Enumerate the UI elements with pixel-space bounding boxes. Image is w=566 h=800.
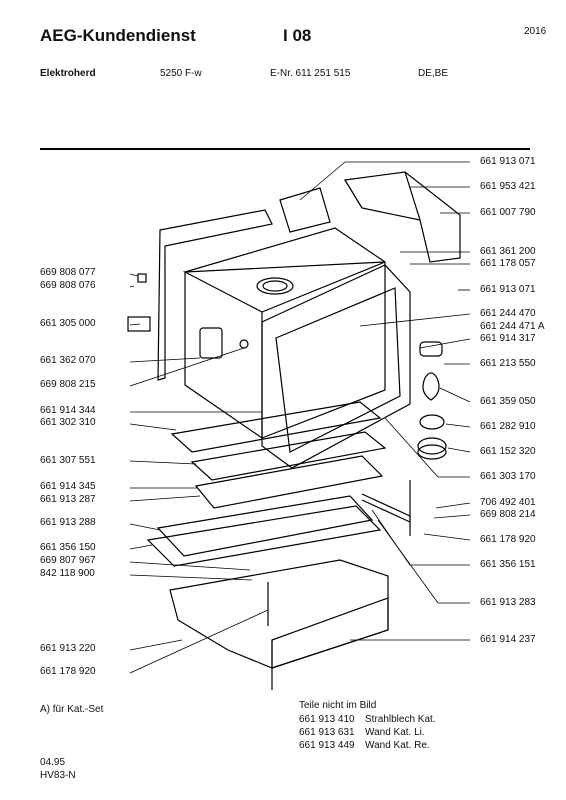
part-number: 661 913 220	[40, 643, 96, 654]
drip-tray	[156, 495, 374, 557]
part-number: 661 244 470	[480, 308, 536, 319]
not-shown-title: Teile nicht im Bild	[299, 700, 377, 711]
part-number: 661 356 150	[40, 542, 96, 553]
part-number: 661 913 071	[480, 284, 536, 295]
brand-title: AEG-Kundendienst	[40, 26, 196, 45]
left-side-panel	[157, 209, 273, 381]
footer-date: 04.95	[40, 757, 66, 768]
part-number: 661 178 920	[40, 666, 96, 677]
part-number: 661 953 421	[480, 181, 536, 192]
part-number: 669 808 215	[40, 379, 96, 390]
part-number: 661 356 151	[480, 559, 536, 570]
side-rail	[361, 493, 411, 523]
grill-rack	[190, 431, 387, 481]
part-number: 661 178 920	[480, 534, 536, 545]
drawer-front	[271, 597, 389, 669]
region: DE,BE	[418, 68, 449, 79]
part-number: 661 007 790	[480, 207, 536, 218]
bracket	[127, 316, 151, 332]
tray-1	[170, 401, 382, 453]
year: 2016	[524, 26, 547, 37]
part-number: 669 808 077	[40, 267, 96, 278]
gasket-ring	[419, 414, 445, 430]
front-frame	[261, 264, 411, 469]
e-number: E-Nr. 611 251 515	[270, 68, 351, 79]
part-number: 661 914 344	[40, 405, 96, 416]
part-number: 661 213 550	[480, 358, 536, 369]
part-number: 661 914 345	[40, 481, 96, 492]
not-shown-number: 661 913 410	[299, 714, 355, 725]
insulation-block	[279, 187, 331, 233]
part-number: 661 302 310	[40, 417, 96, 428]
part-number: 661 913 283	[480, 597, 536, 608]
part-number: 661 359 050	[480, 396, 536, 407]
part-number: 661 913 287	[40, 494, 96, 505]
footer-code: HV83-N	[40, 770, 76, 781]
right-leaders	[299, 161, 471, 641]
part-number: 661 282 910	[480, 421, 536, 432]
part-number: 661 244 471 A	[480, 321, 545, 332]
part-number: 661 913 288	[40, 517, 96, 528]
drawer-body	[169, 559, 389, 669]
not-shown-desc: Strahlblech Kat.	[365, 714, 436, 725]
lamp-cover	[417, 437, 447, 455]
lamp-socket	[419, 341, 443, 357]
top-insulation	[344, 171, 461, 263]
part-number: 706 492 401	[480, 497, 536, 508]
screw-a	[137, 273, 147, 283]
part-number: 661 914 237	[480, 634, 536, 645]
not-shown-number: 661 913 449	[299, 740, 355, 751]
footnote: A) für Kat.-Set	[40, 704, 104, 715]
not-shown-number: 661 913 631	[299, 727, 355, 738]
lamp-bulb	[422, 372, 440, 401]
part-number: 661 303 170	[480, 471, 536, 482]
part-number: 661 307 551	[40, 455, 96, 466]
part-number: 669 808 076	[40, 280, 96, 291]
part-number: 661 305 000	[40, 318, 96, 329]
part-number: 661 362 070	[40, 355, 96, 366]
part-number: 661 914 317	[480, 333, 536, 344]
model: 5250 F-w	[160, 68, 202, 79]
part-number: 661 152 320	[480, 446, 536, 457]
not-shown-desc: Wand Kat. Re.	[365, 740, 430, 751]
part-number: 842 118 900	[40, 568, 95, 579]
part-number: 669 807 967	[40, 555, 96, 566]
baking-tray	[194, 455, 384, 509]
left-leaders	[129, 273, 269, 674]
part-number: 661 913 071	[480, 156, 536, 167]
door-glass	[275, 287, 401, 453]
part-number: 669 808 214	[480, 509, 536, 520]
thermostat-holder	[199, 327, 223, 359]
pivot-screw	[239, 339, 249, 349]
not-shown-desc: Wand Kat. Li.	[365, 727, 425, 738]
product-name: Elektroherd	[40, 68, 96, 79]
frame-tray	[146, 505, 382, 567]
oven-cavity	[184, 227, 386, 439]
part-number: 661 361 200	[480, 246, 536, 257]
cavity-top-edge	[182, 261, 386, 313]
fan-opening	[256, 277, 294, 295]
part-number: 661 178 057	[480, 258, 536, 269]
page-code: I 08	[283, 26, 312, 45]
